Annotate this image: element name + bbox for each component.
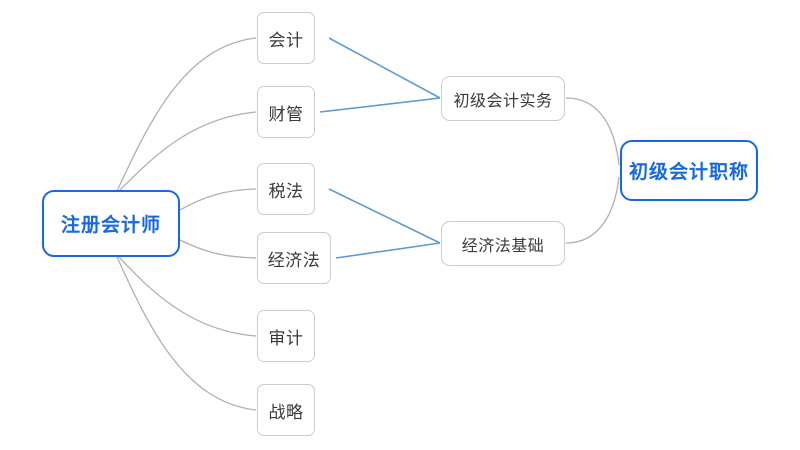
node-economic-law-basics[interactable]: 经济法基础 — [441, 221, 565, 266]
node-subject-tax-law-label: 税法 — [268, 181, 304, 201]
node-subject-tax-law[interactable]: 税法 — [257, 163, 315, 215]
node-subject-accounting-label: 会计 — [268, 30, 304, 50]
node-subject-accounting[interactable]: 会计 — [257, 12, 315, 64]
node-subject-strategy[interactable]: 战略 — [257, 384, 315, 436]
node-junior-accounting-practice[interactable]: 初级会计实务 — [441, 76, 565, 121]
edge-jingjifa-jichu — [335, 242, 441, 259]
edge-caiguan-shiwu — [319, 97, 441, 113]
edge-kuaiji-shiwu — [328, 37, 441, 99]
node-root-cpa[interactable]: 注册会计师 — [42, 190, 180, 257]
blue-edges-to-middle — [319, 37, 441, 259]
edge-cpa-kuaiji — [116, 37, 257, 192]
edge-jichu-zhicheng — [565, 176, 620, 244]
node-economic-law-basics-label: 经济法基础 — [461, 237, 545, 255]
gray-edges-from-cpa — [116, 37, 257, 411]
node-subject-financial-management[interactable]: 财管 — [257, 86, 315, 138]
gray-edges-to-title — [565, 97, 620, 244]
node-subject-strategy-label: 战略 — [268, 402, 304, 422]
edge-cpa-shuifa — [179, 188, 257, 211]
edge-cpa-shenji — [118, 256, 257, 337]
node-root-junior-title[interactable]: 初级会计职称 — [620, 140, 758, 201]
node-subject-financial-management-label: 财管 — [268, 104, 304, 124]
edge-cpa-caiguan — [118, 111, 257, 192]
node-subject-audit-label: 审计 — [268, 328, 304, 348]
edge-shuifa-jichu — [328, 188, 441, 244]
node-subject-audit[interactable]: 审计 — [257, 310, 315, 362]
edge-cpa-jingjifa — [179, 239, 257, 259]
node-root-junior-title-label: 初级会计职称 — [628, 162, 749, 183]
node-junior-accounting-practice-label: 初级会计实务 — [453, 92, 553, 110]
edge-shiwu-zhicheng — [565, 97, 620, 166]
node-subject-economic-law-label: 经济法 — [267, 250, 321, 270]
node-root-cpa-label: 注册会计师 — [60, 215, 161, 236]
edge-cpa-zhanlue — [116, 256, 257, 411]
node-subject-economic-law[interactable]: 经济法 — [257, 232, 331, 284]
